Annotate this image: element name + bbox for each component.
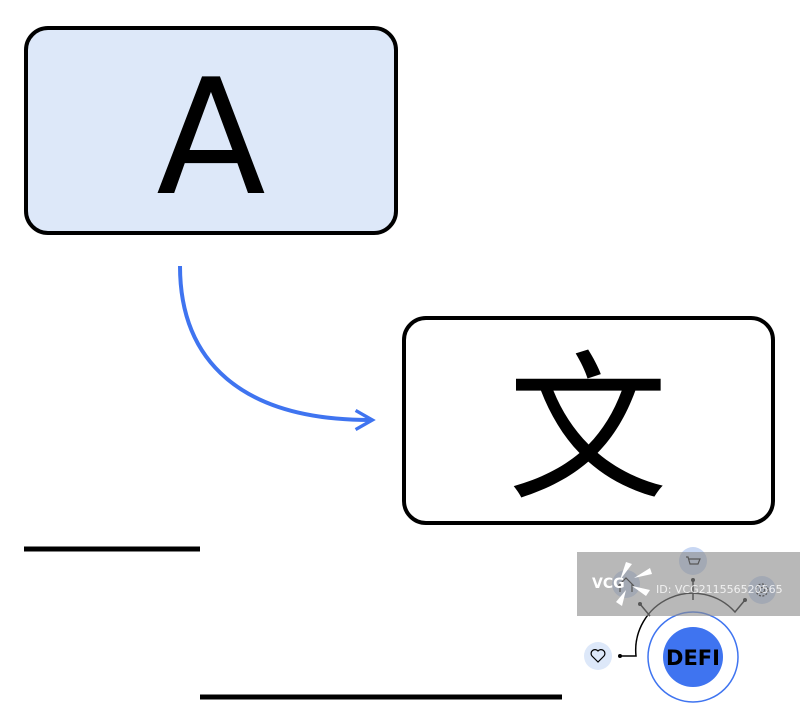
watermark-id: ID: VCG211556520565 [656, 583, 783, 596]
source-language-box: A [24, 26, 398, 235]
translate-arrow [178, 265, 376, 432]
heart-icon [584, 642, 612, 670]
source-letter: A [156, 44, 265, 231]
target-glyph: 文 [508, 336, 668, 523]
defi-label: DEFI [666, 646, 720, 670]
svg-text:VCG: VCG [592, 576, 625, 592]
defi-badge: DEFI [647, 611, 739, 703]
target-language-box: 文 [402, 316, 775, 525]
watermark: VCG ID: VCG211556520565 [577, 552, 800, 616]
